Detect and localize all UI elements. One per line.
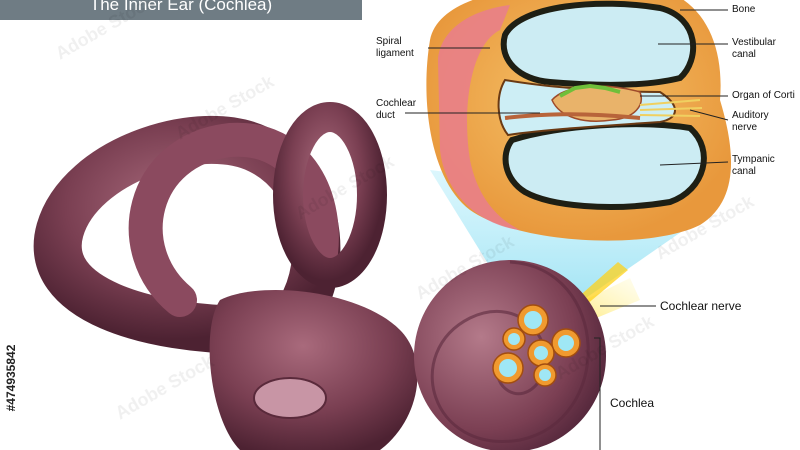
svg-text:Adobe Stock: Adobe Stock — [52, 0, 158, 63]
label-vestibular-canal-line2: canal — [732, 49, 756, 60]
vestibular-canal — [500, 0, 696, 88]
label-cochlear-nerve: Cochlear nerve — [660, 299, 742, 313]
label-bone: Bone — [732, 4, 756, 15]
label-cochlear-duct-line2: duct — [376, 110, 395, 121]
label-organ-of-corti: Organ of Corti — [732, 90, 795, 101]
auditory-nerve-fibers — [639, 99, 703, 117]
label-spiral-ligament-line2: ligament — [376, 48, 414, 59]
label-tympanic-canal-line2: canal — [732, 166, 756, 177]
diagram-title: The Inner Ear (Cochlea) — [89, 0, 273, 14]
label-tympanic-canal-line1: Tympanic — [732, 154, 775, 165]
title-bar: The Inner Ear (Cochlea) — [0, 0, 362, 20]
leader-lines — [405, 9, 729, 450]
vestibule — [209, 290, 418, 450]
oval-window — [253, 377, 327, 419]
cochlea-section — [426, 0, 731, 241]
svg-text:Adobe Stock: Adobe Stock — [112, 351, 218, 424]
label-cochlear-duct-line1: Cochlear — [376, 98, 417, 109]
cochlea-cross-sections — [492, 304, 581, 387]
stock-id: #474935842 — [4, 344, 18, 412]
label-spiral-ligament-line1: Spiral — [376, 36, 402, 47]
label-vestibular-canal-line1: Vestibular — [732, 37, 776, 48]
label-cochlea: Cochlea — [610, 396, 655, 410]
label-auditory-nerve-line1: Auditory — [732, 110, 769, 121]
label-auditory-nerve-line2: nerve — [732, 122, 758, 133]
tympanic-canal — [502, 121, 707, 210]
